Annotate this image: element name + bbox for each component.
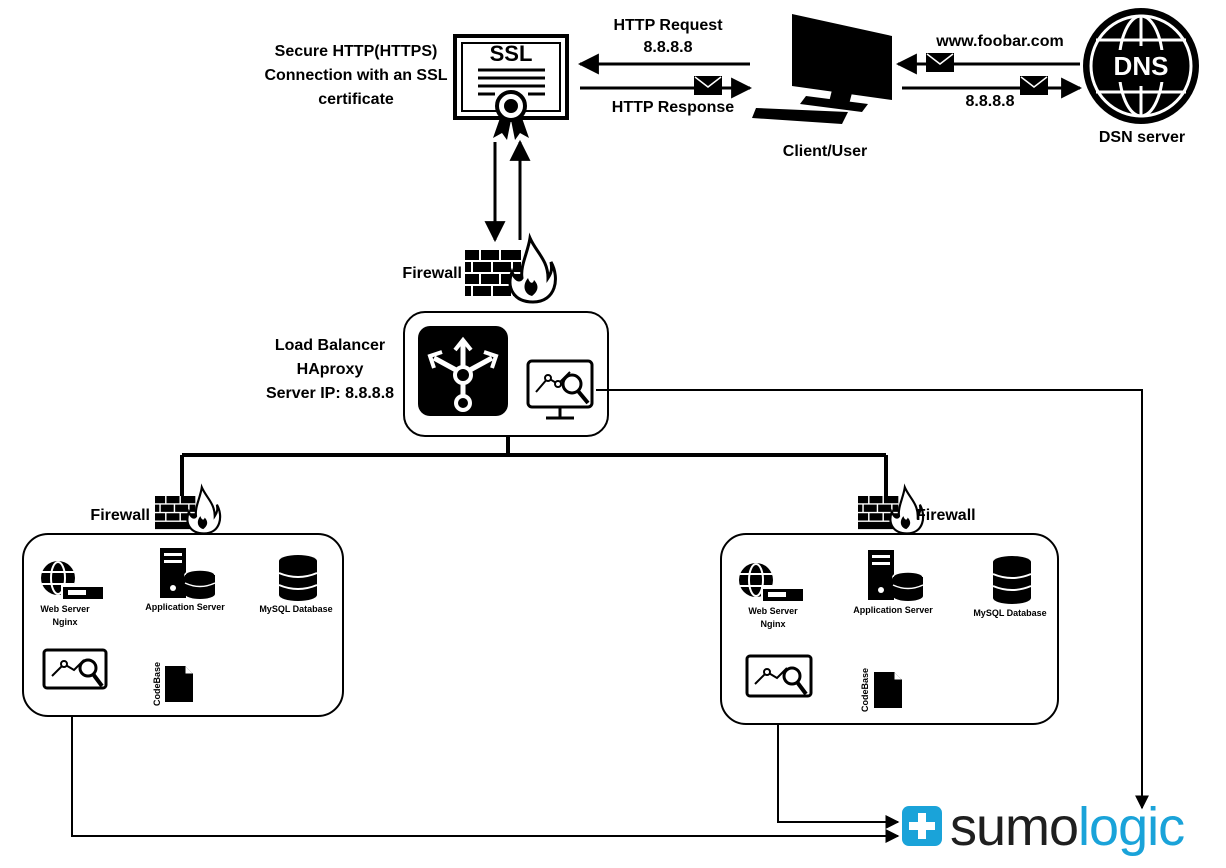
dns-globe-icon [1083,8,1199,124]
web-server-sub-label: Nginx [52,617,78,627]
codebase-label: CodeBase [860,667,870,712]
firewall-icon [465,232,557,304]
firewall-label: Firewall [916,507,976,524]
computer-icon [752,14,892,124]
ssl-certificate-icon [453,34,569,140]
envelope-icon [1020,76,1048,95]
monitoring-icon [526,359,594,420]
web-server-label: Web Server [748,606,798,616]
database-label: MySQL Database [259,604,333,614]
firewall-icon [155,483,222,535]
firewall-label: Firewall [402,265,462,282]
app-server-label: Application Server [145,602,225,612]
firewall-icon [858,483,925,535]
lb-caption-line: HAproxy [296,361,364,378]
sumologic-word-part2: logic [1078,797,1185,857]
codebase-label: CodeBase [152,661,162,706]
dns-reply-ip-label: 8.8.8.8 [965,93,1015,110]
ssl-badge-text: SSL [489,41,533,66]
domain-label: www.foobar.com [936,33,1064,50]
right-monitor-link [777,702,900,829]
app-server-label: Application Server [853,605,933,615]
lb-monitor-link [596,389,1149,810]
load-balancer-box [403,311,609,437]
sumologic-word-part1: sumo [950,797,1079,857]
sumologic-plus-icon [902,806,942,846]
request-ip-label: 8.8.8.8 [643,39,693,56]
load-balancer-icon [418,326,508,416]
web-server-label: Web Server [40,604,90,614]
http-response-label: HTTP Response [611,99,735,116]
http-request-label: HTTP Request [613,17,723,34]
firewall-label: Firewall [90,507,150,524]
ssl-caption: Secure HTTP(HTTPS) Connection with an SS… [256,40,456,112]
ssl-caption-line: certificate [318,91,394,108]
dns-badge-text: DNS [1113,51,1169,81]
ssl-caption-line: Secure HTTP(HTTPS) [274,43,438,60]
lb-caption: Load Balancer HAproxy Server IP: 8.8.8.8 [250,334,410,406]
envelope-icon [694,76,722,95]
sumologic-logo: sumologic [950,797,1185,857]
web-server-sub-label: Nginx [760,619,786,629]
lb-caption-line: Load Balancer [274,337,386,354]
database-label: MySQL Database [973,608,1047,618]
left-monitor-link [71,688,900,843]
lb-caption-line: Server IP: 8.8.8.8 [265,385,395,402]
ssl-caption-line: Connection with an SSL [264,67,448,84]
envelope-icon [926,53,954,72]
client-label: Client/User [782,143,868,160]
dns-server-label: DSN server [1098,129,1186,146]
